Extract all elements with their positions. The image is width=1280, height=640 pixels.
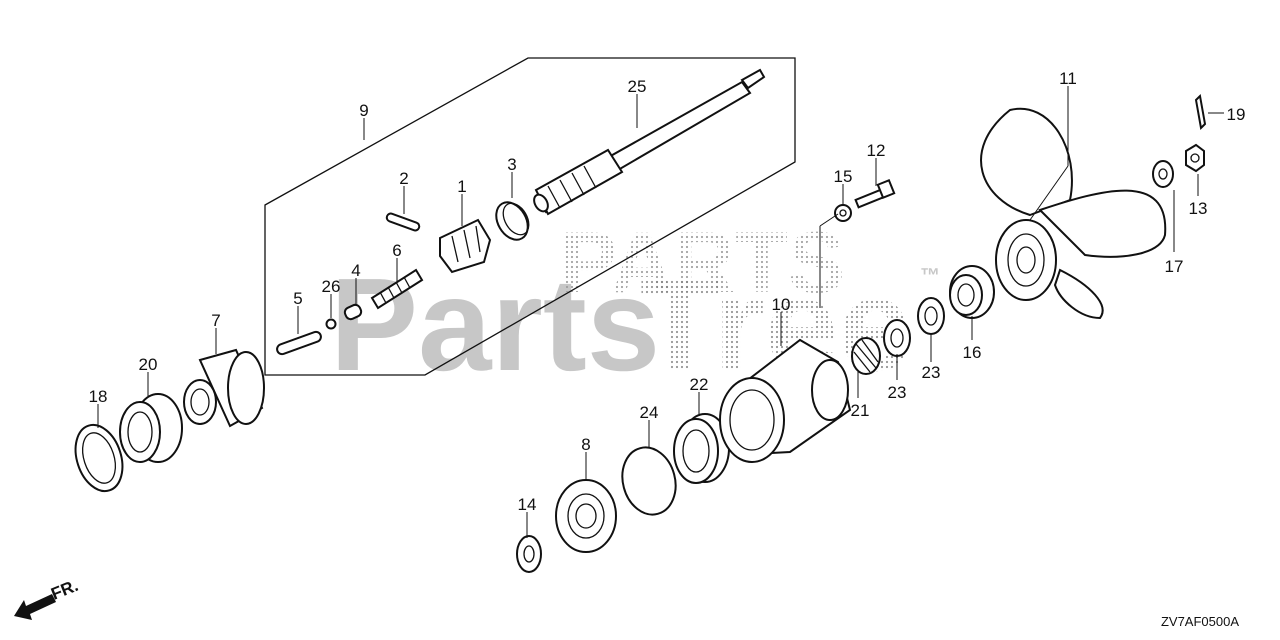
part-17-washer <box>1152 160 1174 188</box>
part-8-gear <box>555 479 617 553</box>
part-15-washer <box>834 204 852 222</box>
callout-1: 1 <box>457 177 466 196</box>
part-2-pin <box>385 212 421 232</box>
part-22-bearing <box>673 413 730 484</box>
callout-2: 2 <box>399 169 408 188</box>
callout-5: 5 <box>293 289 302 308</box>
part-5-pin <box>276 330 322 356</box>
callout-4: 4 <box>351 261 360 280</box>
callout-9: 9 <box>359 101 368 120</box>
part-1-clutch <box>439 218 492 274</box>
part-23-oil-seal-b <box>917 297 945 335</box>
callouts: 25 9 3 1 2 6 4 26 5 7 20 18 8 14 24 22 1… <box>89 69 1246 514</box>
watermark: PARTS Parts Tree ™ <box>330 215 940 398</box>
part-4-plunger <box>343 303 363 321</box>
callout-20: 20 <box>139 355 158 374</box>
callout-15: 15 <box>834 167 853 186</box>
part-14-washer <box>516 535 542 573</box>
callout-10: 10 <box>772 295 791 314</box>
part-21-needle-bearing <box>851 337 881 375</box>
watermark-brand: Parts <box>330 251 660 398</box>
callout-7: 7 <box>211 311 220 330</box>
callout-23a: 23 <box>888 383 907 402</box>
part-7-gear <box>183 348 265 428</box>
assembly-9-outline <box>264 57 796 376</box>
part-24-o-ring <box>621 446 677 516</box>
callout-21: 21 <box>851 401 870 420</box>
part-3-ring <box>495 201 530 241</box>
callout-14: 14 <box>518 495 537 514</box>
part-23-oil-seal-a <box>883 319 911 357</box>
part-13-nut <box>1185 143 1205 173</box>
callout-24: 24 <box>640 403 659 422</box>
part-26-propeller-shaft <box>533 68 766 216</box>
direction-arrow-icon <box>14 594 56 620</box>
watermark-ghost: PARTS <box>560 215 845 311</box>
callout-8: 8 <box>581 435 590 454</box>
callout-25: 26 <box>322 277 341 296</box>
callout-6: 6 <box>392 241 401 260</box>
part-19-cotter-pin <box>1194 93 1207 131</box>
callout-19: 19 <box>1227 105 1246 124</box>
callout-23b: 23 <box>922 363 941 382</box>
diagram-code: ZV7AF0500A <box>1161 614 1239 629</box>
part-25-ball <box>325 318 337 330</box>
callout-26: 25 <box>628 77 647 96</box>
callout-12: 12 <box>867 141 886 160</box>
part-10-bearing-holder <box>719 338 852 463</box>
callout-13: 13 <box>1189 199 1208 218</box>
callout-22: 22 <box>690 375 709 394</box>
part-18-shim <box>74 423 124 493</box>
direction-indicator: FR. <box>14 576 81 620</box>
part-12-bolt <box>854 178 896 209</box>
callout-17: 17 <box>1165 257 1184 276</box>
part-20-bearing <box>119 393 183 463</box>
callout-18: 18 <box>89 387 108 406</box>
direction-label: FR. <box>48 576 81 604</box>
watermark-trademark: ™ <box>920 265 940 287</box>
callout-3: 3 <box>507 155 516 174</box>
leader-lines <box>97 86 1224 538</box>
part-6-spring <box>370 268 424 310</box>
callout-16: 16 <box>963 343 982 362</box>
part-11-propeller <box>980 107 1167 320</box>
callout-11: 11 <box>1059 69 1077 88</box>
part-16-thrust-washer <box>949 265 995 319</box>
